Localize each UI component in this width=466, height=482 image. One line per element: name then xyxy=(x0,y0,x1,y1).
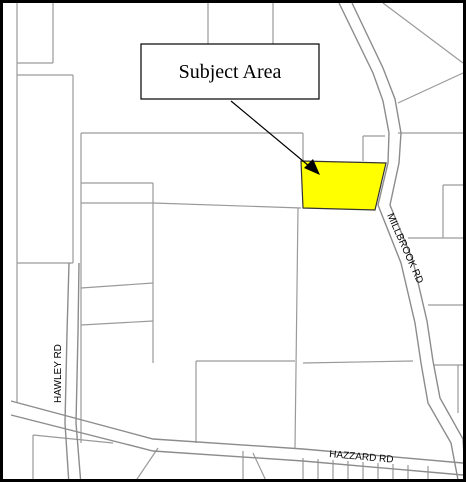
millbrook-road-label: MILLBROOK RD xyxy=(384,212,425,286)
road-edge xyxy=(338,3,459,479)
parcel-line xyxy=(302,360,414,364)
road-edge xyxy=(10,414,463,476)
map-canvas: Subject Area HAWLEY RD MILLBROOK RD HAZZ… xyxy=(10,3,463,479)
callout-arrow-icon xyxy=(304,159,320,175)
callout-leader-line xyxy=(230,100,316,172)
parcel-line xyxy=(294,207,299,449)
hawley-road-label: HAWLEY RD xyxy=(53,344,64,403)
callout-box xyxy=(140,43,320,100)
parcel-line xyxy=(397,72,463,104)
subject-area-parcel xyxy=(300,160,387,211)
parcel-line xyxy=(136,447,159,479)
parcel-line xyxy=(32,434,114,444)
parcel-line xyxy=(80,320,154,326)
road-edge xyxy=(75,262,82,479)
parcel-line xyxy=(80,282,154,289)
road-edge xyxy=(10,400,463,464)
hazzard-road-label: HAZZARD RD xyxy=(329,449,394,466)
road-edge xyxy=(351,3,463,450)
millbrook-road xyxy=(338,3,463,479)
parcel-line xyxy=(152,202,302,209)
hazzard-road xyxy=(10,400,463,476)
road-edge xyxy=(64,262,70,479)
hawley-road xyxy=(64,262,82,479)
parcel-line xyxy=(382,3,463,64)
callout-label: Subject Area xyxy=(179,61,282,83)
